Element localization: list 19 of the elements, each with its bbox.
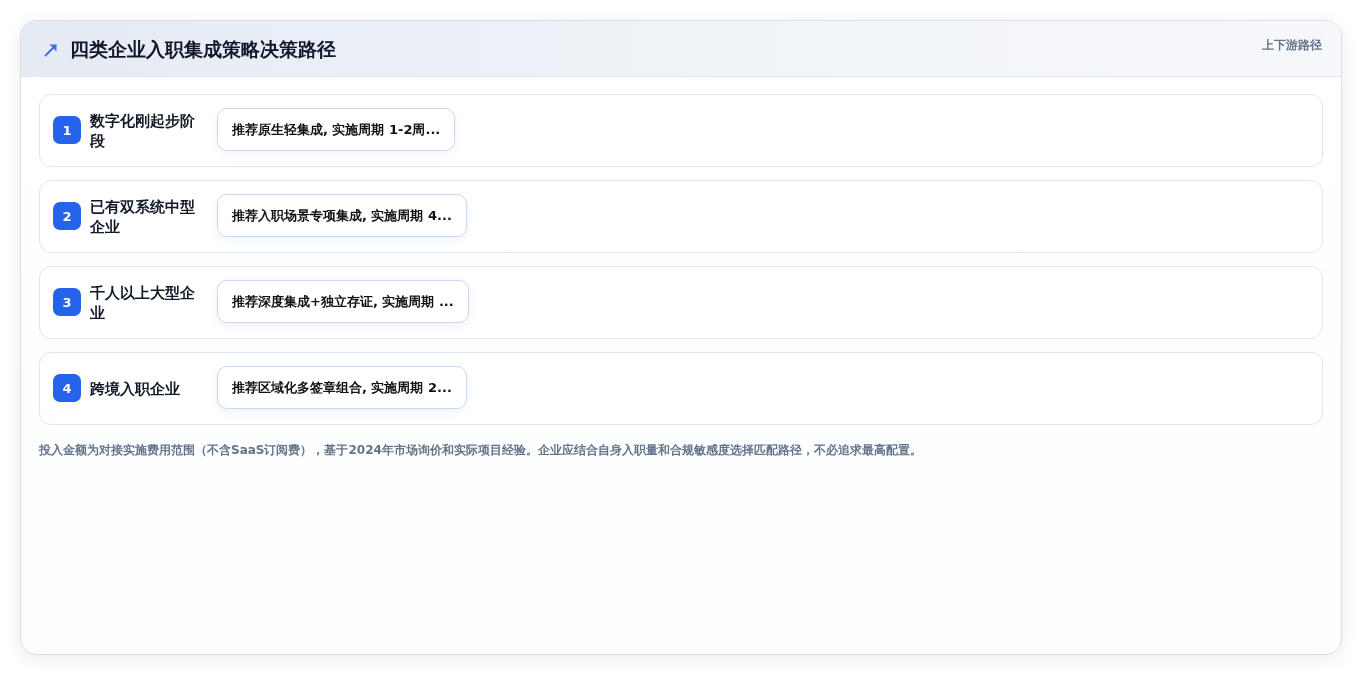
stage-row	[39, 266, 1323, 339]
stage-label: 千人以上大型企业	[90, 283, 196, 323]
stage-label: 已有双系统中型企业	[90, 197, 196, 237]
stage-row	[39, 352, 1323, 425]
footnote-text: 投入金额为对接实施费用范围（不含SaaS订阅费），基于2024年市场询价和实际项目经验。企业应结合自身入职量和合规敏感度选择匹配路径，不必追求最高配置。	[39, 442, 922, 459]
section-label: 上下游路径	[1262, 37, 1322, 54]
stage-row	[39, 180, 1323, 253]
recommendation-box: 推荐入职场景专项集成, 实施周期 4...	[217, 194, 467, 237]
recommendation-box: 推荐深度集成+独立存证, 实施周期 ...	[217, 280, 469, 323]
recommendation-box: 推荐区域化多签章组合, 实施周期 2...	[217, 366, 467, 409]
step-number: 3	[53, 288, 81, 316]
recommendation-box: 推荐原生轻集成, 实施周期 1-2周...	[217, 108, 456, 151]
stage-label: 数字化刚起步阶段	[90, 111, 196, 151]
stage-row	[39, 94, 1323, 167]
step-number: 1	[53, 116, 81, 144]
diagram-title: 四类企业入职集成策略决策路径	[70, 37, 336, 61]
step-number: 4	[53, 374, 81, 402]
step-number: 2	[53, 202, 81, 230]
stage-label: 跨境入职企业	[90, 379, 181, 399]
